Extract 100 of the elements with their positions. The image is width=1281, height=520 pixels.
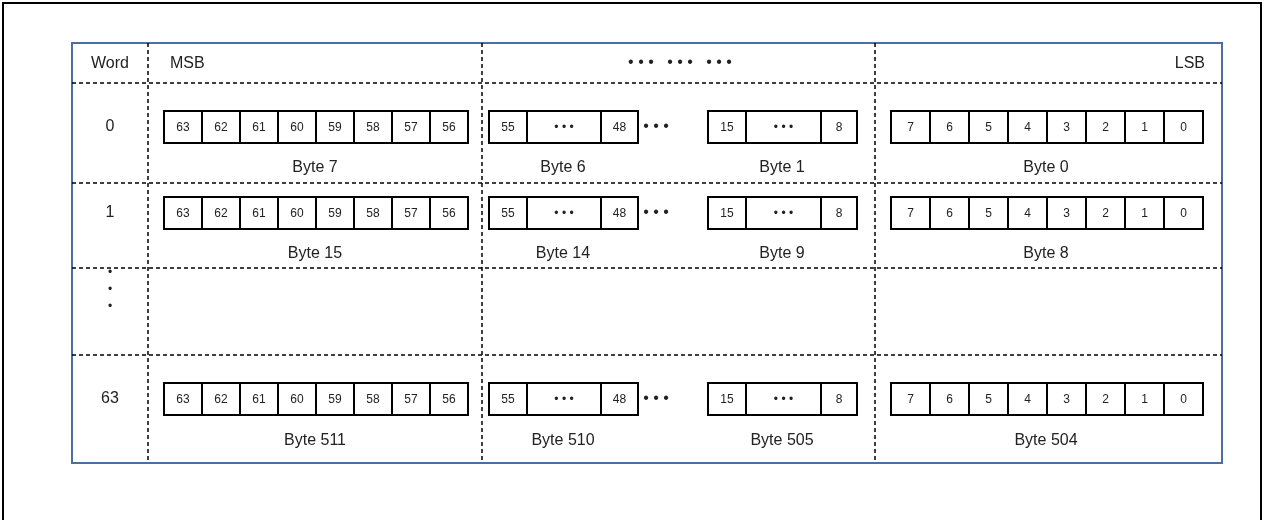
bit-number: 7 bbox=[907, 119, 914, 136]
bit-number: 6 bbox=[946, 205, 953, 222]
bit-cell bbox=[600, 110, 639, 144]
bit-cell bbox=[890, 382, 931, 416]
bit-cell bbox=[1163, 382, 1204, 416]
label-text: LSB bbox=[1174, 55, 1205, 71]
bit-number: 6 bbox=[946, 391, 953, 408]
bit-number: 55 bbox=[501, 205, 515, 222]
bit-cell bbox=[820, 110, 858, 144]
bit-cell bbox=[707, 196, 747, 230]
bit-number: • • • bbox=[554, 391, 574, 408]
bit-number: 61 bbox=[252, 391, 266, 408]
bit-cell bbox=[1046, 196, 1087, 230]
bit-cell bbox=[745, 196, 822, 230]
bit-cell bbox=[820, 382, 858, 416]
bit-number: 0 bbox=[1180, 391, 1187, 408]
bit-cell bbox=[201, 196, 241, 230]
bit-cell bbox=[968, 196, 1009, 230]
bit-cell bbox=[1124, 382, 1165, 416]
label-text: 0 bbox=[105, 118, 115, 134]
bit-number: 62 bbox=[214, 391, 228, 408]
bit-number: 1 bbox=[1141, 391, 1148, 408]
bit-number: 5 bbox=[985, 205, 992, 222]
bit-number: 61 bbox=[252, 205, 266, 222]
bit-cell bbox=[163, 196, 203, 230]
bit-cell bbox=[239, 110, 279, 144]
label-text: Byte 8 bbox=[1023, 245, 1069, 261]
bit-number: • • • bbox=[773, 119, 794, 136]
bit-cell bbox=[315, 196, 355, 230]
bit-number: 56 bbox=[442, 119, 456, 136]
bit-number: 63 bbox=[176, 119, 190, 136]
bit-cell bbox=[890, 110, 931, 144]
bit-cell bbox=[968, 382, 1009, 416]
bit-cell bbox=[1085, 196, 1126, 230]
bit-number: 8 bbox=[835, 205, 843, 222]
label-text: Byte 504 bbox=[1014, 432, 1078, 448]
bit-cell bbox=[526, 196, 602, 230]
bit-cell bbox=[488, 382, 528, 416]
bit-number: 1 bbox=[1141, 205, 1148, 222]
bit-cell bbox=[488, 110, 528, 144]
label-text: 63 bbox=[101, 390, 119, 406]
bit-cell bbox=[488, 196, 528, 230]
bit-number: 7 bbox=[907, 391, 914, 408]
bit-cell bbox=[1046, 110, 1087, 144]
bit-cell bbox=[201, 110, 241, 144]
label-text: Byte 7 bbox=[292, 159, 338, 175]
label-text: Byte 15 bbox=[287, 245, 343, 261]
bit-cell bbox=[1124, 196, 1165, 230]
bit-number: 58 bbox=[366, 119, 380, 136]
bit-cell bbox=[820, 196, 858, 230]
bit-number: 15 bbox=[720, 119, 734, 136]
bit-cell bbox=[353, 110, 393, 144]
bit-number: 0 bbox=[1180, 205, 1187, 222]
bit-cell bbox=[929, 110, 970, 144]
bit-cell bbox=[745, 110, 822, 144]
bit-number: 2 bbox=[1102, 205, 1109, 222]
bit-number: 1 bbox=[1141, 119, 1148, 136]
bit-number: 2 bbox=[1102, 391, 1109, 408]
bit-number: 60 bbox=[290, 205, 304, 222]
bit-cell bbox=[277, 110, 317, 144]
bit-cell bbox=[391, 110, 431, 144]
bit-cell bbox=[1124, 110, 1165, 144]
label-text: Byte 510 bbox=[531, 432, 595, 448]
bit-cell bbox=[163, 110, 203, 144]
bit-number: 57 bbox=[404, 205, 418, 222]
ellipsis-dot: • bbox=[107, 283, 113, 295]
bit-cell bbox=[391, 196, 431, 230]
bit-cell bbox=[1085, 382, 1126, 416]
bit-number: 55 bbox=[501, 119, 515, 136]
label-text: 1 bbox=[105, 204, 115, 220]
ellipsis-dot: • bbox=[107, 300, 113, 312]
bit-cell bbox=[1085, 110, 1126, 144]
bit-number: 57 bbox=[404, 391, 418, 408]
bit-number: • • • bbox=[554, 205, 574, 222]
bit-number: 48 bbox=[612, 205, 627, 222]
bit-number: 56 bbox=[442, 205, 456, 222]
label-text: • • • bbox=[643, 118, 669, 134]
label-text: Word bbox=[91, 55, 129, 71]
bit-number: 4 bbox=[1024, 205, 1031, 222]
bit-number: 63 bbox=[176, 205, 190, 222]
bit-cell bbox=[1163, 196, 1204, 230]
bit-number: 57 bbox=[404, 119, 418, 136]
bit-number: • • • bbox=[773, 391, 794, 408]
bit-cell bbox=[745, 382, 822, 416]
bit-number: 4 bbox=[1024, 119, 1031, 136]
bit-cell bbox=[277, 196, 317, 230]
bit-number: 7 bbox=[907, 205, 914, 222]
bit-number: 8 bbox=[835, 391, 843, 408]
bit-cell bbox=[391, 382, 431, 416]
bit-cell bbox=[707, 382, 747, 416]
bit-number: 59 bbox=[328, 119, 342, 136]
bit-cell bbox=[277, 382, 317, 416]
label-text: Byte 0 bbox=[1023, 159, 1069, 175]
bit-number: 59 bbox=[328, 391, 342, 408]
bit-number: 55 bbox=[501, 391, 515, 408]
bit-cell bbox=[429, 196, 469, 230]
bit-cell bbox=[1007, 382, 1048, 416]
bit-cell bbox=[163, 382, 203, 416]
bit-number: 59 bbox=[328, 205, 342, 222]
bit-cell bbox=[526, 382, 602, 416]
